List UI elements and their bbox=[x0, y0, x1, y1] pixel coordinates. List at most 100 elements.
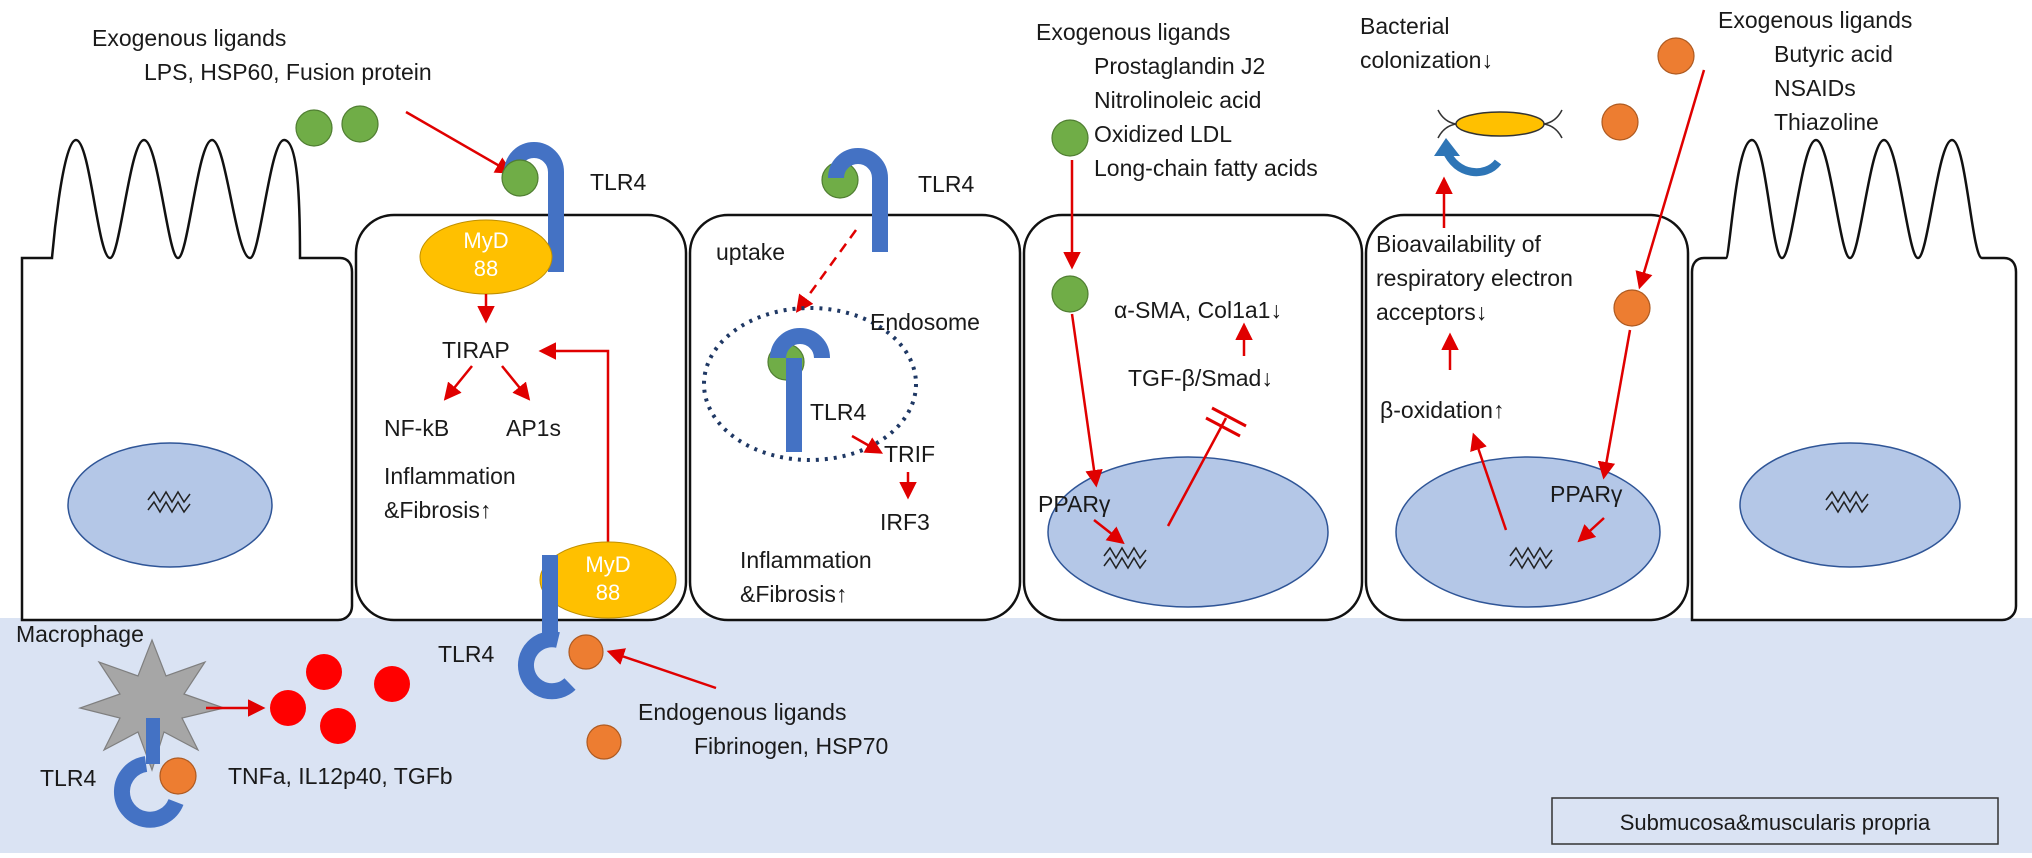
endo-ligand bbox=[159, 757, 197, 795]
cell3-outcome-1: Inflammation bbox=[740, 547, 872, 573]
exo-2-item-1: Prostaglandin J2 bbox=[1094, 53, 1265, 79]
tlr4-endo-stalk bbox=[786, 358, 802, 452]
exo-ligand bbox=[501, 159, 539, 197]
exo-ligand bbox=[1051, 275, 1089, 313]
cell-1-nucleus bbox=[67, 442, 273, 568]
endosome bbox=[702, 306, 918, 462]
inhibition-line bbox=[1166, 417, 1228, 527]
tlr4-base-label: TLR4 bbox=[438, 641, 494, 667]
macrophage-icon bbox=[77, 638, 227, 772]
cell4-ppar: PPARγ bbox=[1038, 491, 1111, 517]
exo-ligand bbox=[295, 109, 333, 147]
arrow bbox=[851, 434, 884, 454]
exo-1-items: LPS, HSP60, Fusion protein bbox=[144, 59, 432, 85]
uptake-label: uptake bbox=[716, 239, 785, 265]
irf3-label: IRF3 bbox=[880, 509, 930, 535]
arrow bbox=[1635, 69, 1706, 290]
tlr4-stalk bbox=[548, 172, 564, 272]
myd88-bottom-line2: 88 bbox=[596, 580, 620, 605]
dna-icon bbox=[1509, 546, 1553, 570]
tlr4-mac-stalk bbox=[146, 718, 160, 764]
cell3-tlr4-label: TLR4 bbox=[918, 171, 974, 197]
cell-6-nucleus bbox=[1739, 442, 1961, 568]
myd88-top-line1: MyD bbox=[463, 228, 508, 253]
tlr4-endo-label: TLR4 bbox=[810, 399, 866, 425]
exo-2-title: Exogenous ligands bbox=[1036, 19, 1230, 45]
arrow bbox=[443, 365, 473, 401]
cell-3 bbox=[688, 213, 1022, 622]
arrow bbox=[501, 365, 531, 401]
inhibition-bar bbox=[1211, 406, 1247, 428]
endogenous-items: Fibrinogen, HSP70 bbox=[694, 733, 888, 759]
tlr4-endo-receptor-icon bbox=[770, 328, 830, 359]
ap1s-label: AP1s bbox=[506, 415, 561, 441]
endo-ligand bbox=[586, 724, 622, 760]
endo-ligand bbox=[1601, 103, 1639, 141]
dna-icon bbox=[1103, 546, 1147, 570]
cell-5-nucleus bbox=[1395, 456, 1661, 608]
tlr4-basal-receptor-icon bbox=[517, 631, 576, 700]
arrow bbox=[1470, 432, 1508, 531]
flagellum bbox=[1543, 109, 1563, 139]
arrow bbox=[405, 110, 514, 174]
exo-2-item-3: Oxidized LDL bbox=[1094, 121, 1232, 147]
nfkb-label: NF-kB bbox=[384, 415, 449, 441]
cell-4-nucleus bbox=[1047, 456, 1329, 608]
cell-6 bbox=[1690, 138, 2018, 622]
exo-2-item-4: Long-chain fatty acids bbox=[1094, 155, 1318, 181]
inhibition-bar bbox=[1205, 416, 1241, 438]
cell2-tlr4-label: TLR4 bbox=[590, 169, 646, 195]
submucosa-label-box bbox=[1551, 797, 1999, 845]
cytokine-dot bbox=[374, 666, 410, 702]
cytokines-label: TNFa, IL12p40, TGFb bbox=[228, 763, 453, 789]
endo-ligand bbox=[568, 634, 604, 670]
arrow bbox=[538, 342, 610, 545]
cell-2 bbox=[354, 213, 688, 622]
myd88-bottom-line1: MyD bbox=[585, 552, 630, 577]
tlr4-mac-label: TLR4 bbox=[40, 765, 96, 791]
exo-1-title: Exogenous ligands bbox=[92, 25, 286, 51]
endogenous-title: Endogenous ligands bbox=[638, 699, 846, 725]
exo-2-item-2: Nitrolinoleic acid bbox=[1094, 87, 1261, 113]
arrow bbox=[1070, 313, 1103, 488]
cytokine-dot bbox=[320, 708, 356, 744]
endo-ligand bbox=[1613, 289, 1651, 327]
exo-3-item-1: Butyric acid bbox=[1774, 41, 1893, 67]
cytokine-dot bbox=[306, 654, 342, 690]
cell-1 bbox=[20, 138, 354, 622]
bioavail-1: Bioavailability of bbox=[1376, 231, 1542, 257]
tirap-label: TIRAP bbox=[442, 337, 510, 363]
endo-ligand bbox=[1657, 37, 1695, 75]
cytokine-dot bbox=[270, 690, 306, 726]
cycle-arrow-head bbox=[1434, 138, 1460, 156]
arrow bbox=[606, 648, 717, 690]
tlr4-stalk bbox=[872, 178, 888, 252]
tlr4-basal-stalk bbox=[542, 555, 558, 635]
dna-icon bbox=[147, 490, 191, 514]
cell2-outcome-2: &Fibrosis↑ bbox=[384, 497, 491, 523]
bacterial-line2: colonization↓ bbox=[1360, 47, 1493, 73]
myd88-top-line2: 88 bbox=[474, 256, 498, 281]
arrow bbox=[1577, 517, 1605, 543]
arrow bbox=[1597, 329, 1632, 480]
cell-4 bbox=[1022, 213, 1364, 622]
exo-3-item-3: Thiazoline bbox=[1774, 109, 1879, 135]
flagellum bbox=[1437, 109, 1457, 139]
tlr4-receptor-icon bbox=[828, 148, 888, 179]
endosome-label: Endosome bbox=[870, 309, 980, 335]
macrophage-label: Macrophage bbox=[16, 621, 144, 647]
submucosa-label: Submucosa&muscularis propria bbox=[1620, 810, 1931, 835]
exo-3-item-2: NSAIDs bbox=[1774, 75, 1856, 101]
trif-label: TRIF bbox=[884, 441, 935, 467]
exo-ligand bbox=[341, 105, 379, 143]
bioavail-3: acceptors↓ bbox=[1376, 299, 1487, 325]
dna-icon bbox=[1825, 490, 1869, 514]
exo-3-title: Exogenous ligands bbox=[1718, 7, 1912, 33]
cell2-outcome-1: Inflammation bbox=[384, 463, 516, 489]
myd88-bottom bbox=[539, 541, 677, 619]
bioavail-2: respiratory electron bbox=[1376, 265, 1573, 291]
beta-oxidation: β-oxidation↑ bbox=[1380, 397, 1504, 423]
cell5-ppar: PPARγ bbox=[1550, 481, 1623, 507]
